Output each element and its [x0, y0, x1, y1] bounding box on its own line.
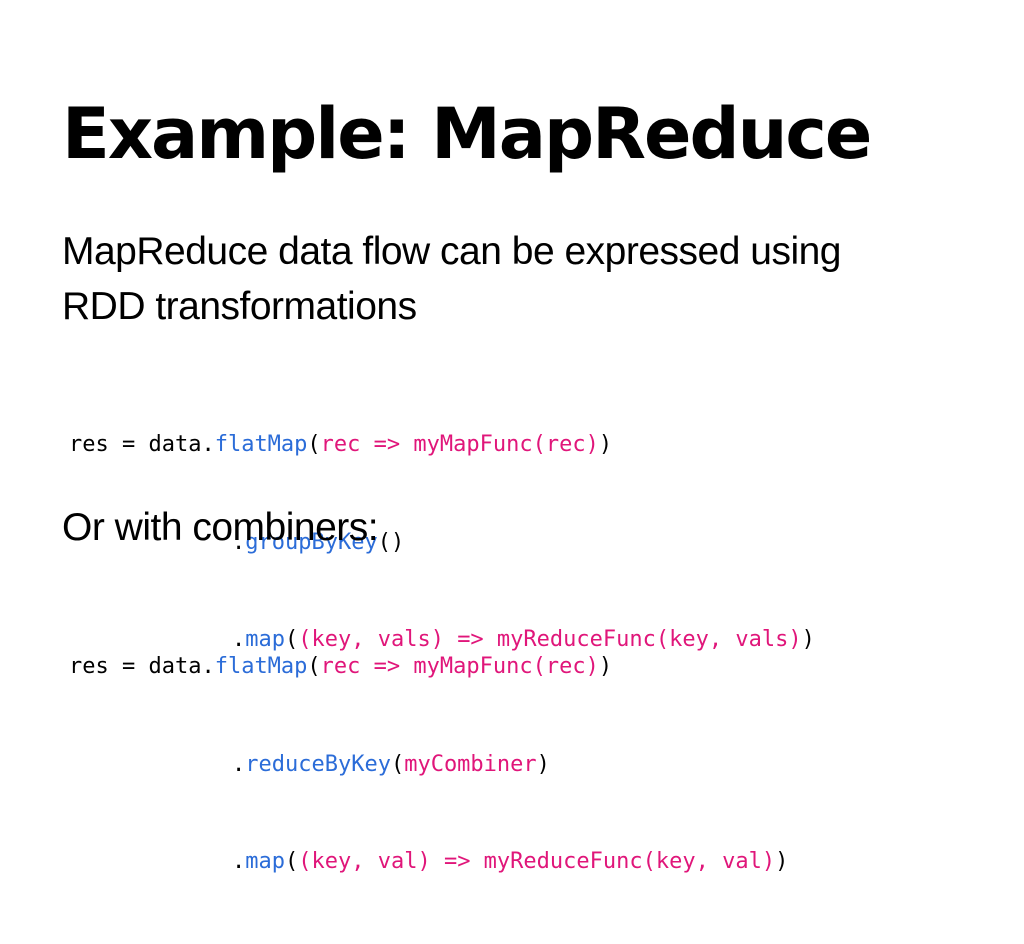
code-line: res = data.flatMap(rec => myMapFunc(rec)…	[69, 429, 815, 462]
code-block-groupbykey: res = data.flatMap(rec => myMapFunc(rec)…	[69, 364, 815, 722]
code-paren: )	[775, 849, 789, 874]
code-line: .groupByKey()	[69, 527, 815, 560]
code-method: reduceByKey	[245, 751, 391, 777]
code-paren: (	[285, 849, 299, 874]
code-paren: (	[307, 654, 321, 679]
code-argument: rec => myMapFunc(rec)	[320, 432, 599, 457]
code-paren: (	[390, 751, 405, 777]
code-argument: (key, val) => myReduceFunc(key, val)	[298, 849, 776, 874]
code-paren: )	[801, 627, 815, 652]
code-argument: (key, vals) => myReduceFunc(key, vals)	[298, 627, 802, 652]
code-paren: )	[598, 432, 613, 457]
code-method: groupByKey	[245, 529, 378, 555]
code-method: map	[245, 627, 285, 652]
code-line: .map((key, vals) => myReduceFunc(key, va…	[69, 624, 815, 657]
code-method: flatMap	[214, 432, 308, 457]
slide: Example: MapReduce MapReduce data flow c…	[62, 93, 873, 874]
code-line: .reduceByKey(myCombiner)	[69, 749, 788, 782]
code-line: res = data.flatMap(rec => myMapFunc(rec)…	[69, 651, 788, 684]
code-method: flatMap	[214, 654, 308, 679]
slide-title: Example: MapReduce	[62, 93, 872, 175]
code-paren: (	[307, 432, 321, 457]
code-dot: .	[232, 849, 246, 874]
intro-line-2: RDD transformations	[62, 285, 417, 328]
code-block-reducebykey: res = data.flatMap(rec => myMapFunc(rec)…	[69, 586, 788, 944]
combiners-heading: Or with combiners:	[62, 506, 379, 549]
code-dot: .	[232, 751, 246, 777]
code-method: map	[245, 849, 285, 874]
code-argument: myCombiner	[404, 751, 537, 777]
intro-text: MapReduce data flow can be expressed usi…	[62, 224, 842, 334]
code-paren: (	[285, 627, 299, 652]
code-paren: ()	[377, 529, 405, 555]
intro-line-1: MapReduce data flow can be expressed usi…	[62, 230, 842, 273]
code-dot: .	[232, 627, 246, 652]
code-paren: )	[598, 654, 613, 679]
code-paren: )	[536, 751, 550, 777]
code-dot: .	[232, 529, 246, 555]
code-prefix: res = data.	[69, 432, 215, 457]
code-line: .map((key, val) => myReduceFunc(key, val…	[69, 846, 788, 879]
code-prefix: res = data.	[69, 654, 215, 679]
code-argument: rec => myMapFunc(rec)	[320, 654, 599, 679]
